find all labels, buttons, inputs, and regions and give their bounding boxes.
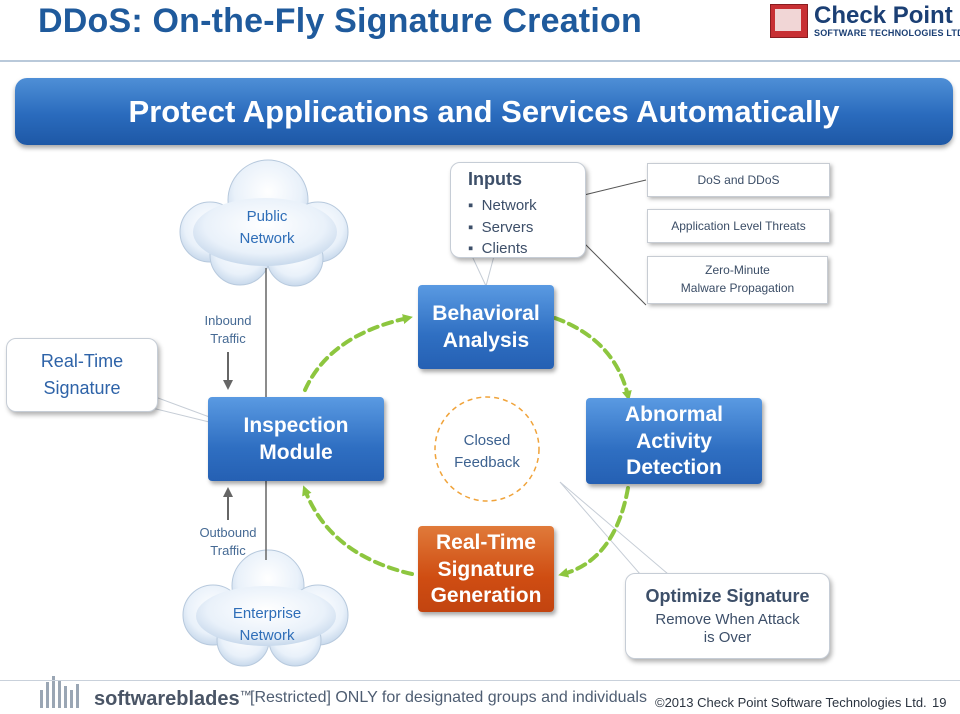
- enterprise-network-label: Enterprise Network: [232, 605, 302, 644]
- page-title: DDoS: On-the-Fly Signature Creation: [38, 2, 642, 40]
- optimize-title: Optimize Signature: [645, 586, 810, 606]
- copyright-text: ©2013 Check Point Software Technologies …: [655, 695, 927, 710]
- inputs-threat-line-1: [583, 179, 647, 196]
- logo-name: Check Point: [814, 2, 953, 29]
- threat-zero-minute: Zero-Minute Malware Propagation: [647, 256, 828, 304]
- inputs-item: ▪ Network: [468, 197, 537, 214]
- inputs-item: ▪ Clients: [468, 240, 528, 257]
- headline-banner: Protect Applications and Services Automa…: [15, 78, 953, 145]
- loop-arrow-1: [303, 314, 413, 392]
- loop-arrow-4: [302, 485, 414, 576]
- page-number: 19: [932, 695, 947, 710]
- inspection-module-box: Inspection Module: [208, 397, 384, 481]
- inputs-item: ▪ Servers: [468, 218, 534, 236]
- title-divider: [0, 60, 960, 62]
- logo-subtitle: SOFTWARE TECHNOLOGIES LTD.: [814, 28, 960, 38]
- optimize-callout-pointer: [559, 481, 670, 575]
- public-network-label: Public Network: [239, 208, 295, 247]
- enterprise-network-cloud-icon: [182, 549, 349, 667]
- loop-arrow-2: [553, 316, 632, 401]
- optimize-signature-callout: Optimize Signature Remove When Attack is…: [625, 573, 830, 659]
- inputs-list: ▪ Network ▪ Servers ▪ Clients: [468, 195, 537, 260]
- closed-feedback-circle: [434, 396, 540, 502]
- inputs-title: Inputs: [468, 169, 522, 189]
- restricted-notice: [Restricted] ONLY for designated groups …: [250, 689, 647, 706]
- footer-divider: [0, 680, 960, 681]
- banner-text: Protect Applications and Services Automa…: [128, 94, 840, 129]
- softwareblades-logo-text: softwareblades™: [94, 688, 252, 710]
- signature-generation-box: Real-Time Signature Generation: [418, 526, 554, 612]
- threat-application-level: Application Level Threats: [647, 209, 830, 243]
- logo-badge-icon: [770, 4, 808, 38]
- inputs-threat-line-2: [583, 242, 647, 306]
- loop-arrow-3: [558, 486, 630, 578]
- behavioral-analysis-box: Behavioral Analysis: [418, 285, 554, 369]
- softwareblades-logo-icon: [40, 676, 79, 708]
- outbound-traffic-label: Outbound Traffic: [199, 525, 257, 558]
- inputs-callout: Inputs ▪ Network ▪ Servers ▪ Clients: [450, 162, 586, 258]
- threat-dos-ddos: DoS and DDoS: [647, 163, 830, 197]
- abnormal-activity-box: Abnormal Activity Detection: [586, 398, 762, 484]
- public-network-cloud-icon: [179, 159, 349, 287]
- checkpoint-logo: Check Point SOFTWARE TECHNOLOGIES LTD.: [770, 2, 960, 40]
- realtime-signature-callout: Real-Time Signature: [6, 338, 158, 412]
- closed-feedback-label: Closed Feedback: [454, 432, 520, 471]
- inbound-traffic-label: Inbound Traffic: [204, 313, 252, 346]
- inputs-callout-pointer: [471, 255, 495, 288]
